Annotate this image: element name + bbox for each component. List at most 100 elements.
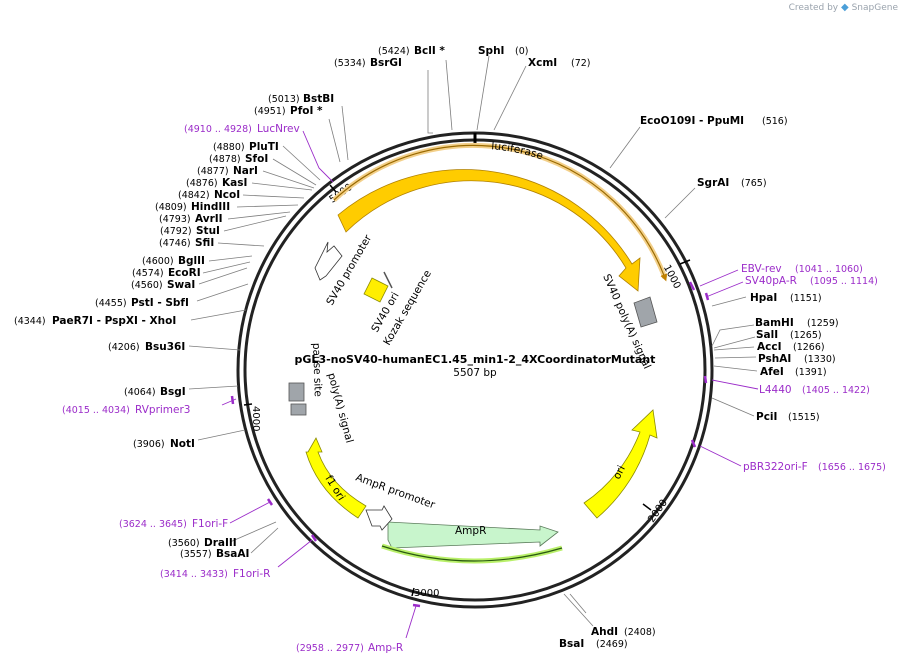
- bamhi-pos: (1259): [807, 318, 839, 329]
- ampr-strand: [381, 545, 563, 562]
- f1orif-primer-label[interactable]: F1ori-F: [192, 518, 228, 530]
- pluti-pos: (4880): [213, 142, 245, 153]
- sgrai-label[interactable]: SgrAI: [697, 177, 729, 189]
- bsu36i-label[interactable]: Bsu36I: [145, 341, 185, 353]
- hpai-label[interactable]: HpaI: [750, 292, 777, 304]
- sali-label[interactable]: SalI: [756, 329, 778, 341]
- sbfi-pos: (4455): [95, 298, 127, 309]
- bsai-pos: (2469): [596, 639, 628, 650]
- bsai-label[interactable]: BsaI: [559, 638, 584, 650]
- sv40par-primer-label[interactable]: SV40pA-R: [745, 275, 797, 287]
- sv40-promoter-feature[interactable]: [314, 241, 343, 281]
- ahdi-label[interactable]: AhdI: [591, 626, 618, 638]
- bsrgi-pos: (5334): [334, 58, 366, 69]
- ampr-promoter-feature[interactable]: [365, 505, 393, 531]
- sphi-label[interactable]: SphI: [478, 45, 504, 57]
- sv40-ori-feature[interactable]: [363, 277, 389, 303]
- sfii-label[interactable]: SfiI: [195, 237, 214, 249]
- sv40par-primer-range: (1095 .. 1114): [810, 276, 878, 287]
- pshai-label[interactable]: PshAI: [758, 353, 791, 365]
- bsu36i-pos: (4206): [108, 342, 140, 353]
- scale-4000: 4000: [250, 406, 261, 431]
- pshai-pos: (1330): [804, 354, 836, 365]
- bsaai-label[interactable]: BsaAI: [216, 548, 249, 560]
- ampr-promoter-label: AmpR promoter: [354, 472, 437, 512]
- hindiii-label[interactable]: HindIII: [191, 201, 230, 213]
- xhoi-label[interactable]: PaeR7I - PspXI - XhoI: [52, 315, 176, 327]
- pcii-pos: (1515): [788, 412, 820, 423]
- l4440-primer-range: (1405 .. 1422): [802, 385, 870, 396]
- draiii-label[interactable]: DraIII: [204, 537, 237, 549]
- polya-signal-feature[interactable]: [288, 382, 305, 402]
- afei-pos: (1391): [795, 367, 827, 378]
- afei-label[interactable]: AfeI: [760, 366, 784, 378]
- pause-site-label: pause site: [310, 343, 324, 397]
- sfoi-pos: (4878): [209, 154, 241, 165]
- primer-marks: [221, 130, 759, 639]
- f1orir-primer-label[interactable]: F1ori-R: [233, 568, 270, 580]
- pfoi-label[interactable]: PfoI *: [290, 105, 323, 117]
- sphi-pos: (0): [515, 46, 528, 57]
- bsgi-pos: (4064): [124, 387, 156, 398]
- xhoi-pos: (4344): [14, 316, 46, 327]
- stui-label[interactable]: StuI: [196, 225, 220, 237]
- pluti-label[interactable]: PluTI: [249, 141, 279, 153]
- draiii-pos: (3560): [168, 538, 200, 549]
- bstbi-label[interactable]: BstBI: [303, 93, 334, 105]
- bglii-label[interactable]: BglII: [178, 255, 205, 267]
- ampr-label: AmpR: [455, 525, 486, 537]
- ppumi-pos: (516): [762, 116, 788, 127]
- scale-3000: 3000: [414, 588, 439, 599]
- ncoi-pos: (4842): [178, 190, 210, 201]
- rvprimer3-primer-label[interactable]: RVprimer3: [135, 404, 191, 416]
- l4440-primer-label[interactable]: L4440: [759, 384, 792, 396]
- sbfi-label[interactable]: PstI - SbfI: [131, 297, 189, 309]
- bcli-label[interactable]: BclI *: [414, 45, 445, 57]
- acci-label[interactable]: AccI: [757, 341, 781, 353]
- xcmi-label[interactable]: XcmI: [528, 57, 557, 69]
- ebvrev-primer-label[interactable]: EBV-rev: [741, 263, 782, 275]
- f1orif-primer-range: (3624 .. 3645): [119, 519, 187, 530]
- avrii-label[interactable]: AvrII: [195, 213, 223, 225]
- kasi-pos: (4876): [186, 178, 218, 189]
- rvprimer3-primer-range: (4015 .. 4034): [62, 405, 130, 416]
- kasi-label[interactable]: KasI: [222, 177, 247, 189]
- luciferase-feature[interactable]: [337, 169, 641, 292]
- ampr-primer-label[interactable]: Amp-R: [368, 642, 403, 654]
- luciferase-strand-arrow: [333, 144, 668, 282]
- sfoi-label[interactable]: SfoI: [245, 153, 268, 165]
- sv40-polya-feature[interactable]: [633, 296, 658, 328]
- ecori-pos: (4574): [132, 268, 164, 279]
- pause-site-feature[interactable]: [290, 403, 307, 416]
- ahdi-pos: (2408): [624, 627, 656, 638]
- ampr-feature[interactable]: [387, 521, 559, 549]
- sv40-promoter-label: SV40 promoter: [324, 232, 374, 307]
- pfoi-pos: (4951): [254, 106, 286, 117]
- swai-pos: (4560): [131, 280, 163, 291]
- lucnrev-primer-label[interactable]: LucNrev: [257, 123, 300, 135]
- sgrai-pos: (765): [741, 178, 767, 189]
- sfii-pos: (4746): [159, 238, 191, 249]
- f1orir-primer-range: (3414 .. 3433): [160, 569, 228, 580]
- polya-signal-label: poly(A) signal: [325, 372, 355, 445]
- swai-label[interactable]: SwaI: [167, 279, 195, 291]
- pbr322ori-primer-label[interactable]: pBR322ori-F: [743, 461, 808, 473]
- lucnrev-primer-range: (4910 .. 4928): [184, 124, 252, 135]
- noti-label[interactable]: NotI: [170, 438, 195, 450]
- ppumi-label[interactable]: EcoO109I - PpuMI: [640, 115, 744, 127]
- nari-label[interactable]: NarI: [233, 165, 258, 177]
- bamhi-label[interactable]: BamHI: [755, 317, 794, 329]
- snapgene-credit: Created by ◆ SnapGene: [789, 2, 898, 13]
- bsgi-label[interactable]: BsgI: [160, 386, 186, 398]
- ecori-label[interactable]: EcoRI: [168, 267, 201, 279]
- ori-label: ori: [611, 464, 628, 482]
- ncoi-label[interactable]: NcoI: [214, 189, 240, 201]
- hpai-pos: (1151): [790, 293, 822, 304]
- ebvrev-primer-range: (1041 .. 1060): [795, 264, 863, 275]
- ori-feature[interactable]: [583, 409, 658, 519]
- f1-ori-feature[interactable]: [305, 437, 367, 519]
- pcii-label[interactable]: PciI: [756, 411, 777, 423]
- kozak-feature[interactable]: [383, 271, 393, 289]
- bsrgi-label[interactable]: BsrGI: [370, 57, 402, 69]
